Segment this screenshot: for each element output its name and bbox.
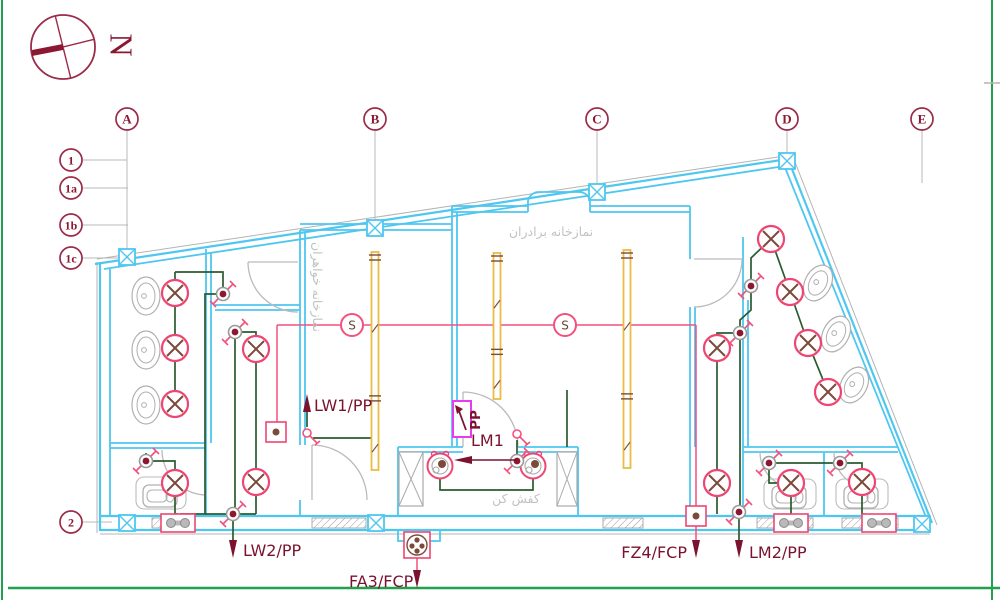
grid-bubbles: A B C D E 1 1a 1b 1c 2 xyxy=(59,107,934,534)
sink-fixture xyxy=(131,330,161,370)
grid-row-bubble-1b: 1b xyxy=(59,213,83,237)
label-fz4: FZ4/FCP xyxy=(621,543,687,562)
label-fa3: FA3/FCP xyxy=(349,572,414,591)
fluorescent-batten xyxy=(621,249,633,469)
unit-heaters xyxy=(426,450,547,480)
unit-heater-symbol xyxy=(426,450,454,480)
svg-text:1c: 1c xyxy=(65,252,77,266)
svg-text:S: S xyxy=(561,319,569,333)
svg-text:C: C xyxy=(592,112,601,127)
grid-row-bubble-1c: 1c xyxy=(59,246,83,270)
north-compass: N xyxy=(30,14,140,80)
label-lm1: LM1 xyxy=(471,431,504,450)
junction-box-symbol xyxy=(913,515,931,533)
pp-door-box xyxy=(452,400,472,438)
svg-text:B: B xyxy=(371,112,380,127)
ceiling-light-symbol xyxy=(775,277,805,307)
shear-column xyxy=(398,451,578,507)
junction-box-symbol xyxy=(118,514,136,532)
fluorescent-batten xyxy=(369,251,381,471)
label-lw2: LW2/PP xyxy=(243,541,301,560)
ceiling-light-symbol xyxy=(160,468,190,498)
grid-column-bubble-B: B xyxy=(363,107,387,131)
svg-text:A: A xyxy=(122,112,132,127)
label-lw1: LW1/PP xyxy=(314,396,372,415)
walls xyxy=(94,154,938,542)
svg-text:D: D xyxy=(782,112,791,127)
ceiling-light-symbol xyxy=(241,467,271,497)
ceiling-light-symbol xyxy=(847,467,877,497)
ceiling-light-symbol xyxy=(241,334,271,364)
grid-row-bubble-1: 1 xyxy=(59,148,83,172)
grid-column-bubble-E: E xyxy=(910,107,934,131)
room-women-prayer: نمازخانه خواهران xyxy=(309,242,325,332)
svg-text:2: 2 xyxy=(68,516,74,530)
ceiling-light-symbol xyxy=(702,468,732,498)
ceiling-light-symbol xyxy=(160,333,190,363)
sinks-left xyxy=(131,276,161,425)
junction-box-symbol xyxy=(366,219,384,237)
svg-text:E: E xyxy=(918,112,927,127)
svg-text:1: 1 xyxy=(68,154,74,168)
junction-box-symbol xyxy=(588,183,606,201)
ceiling-light-symbol xyxy=(793,328,823,358)
junction-box-symbol xyxy=(778,152,796,170)
grid-row-bubble-1a: 1a xyxy=(59,176,83,200)
ceiling-light-symbol xyxy=(776,468,806,498)
fluorescent-batten xyxy=(491,252,503,400)
label-lm2: LM2/PP xyxy=(749,543,807,562)
north-letter: N xyxy=(104,33,140,56)
room-shoe: كفش كن xyxy=(492,491,540,507)
mihrab-niche xyxy=(527,191,591,212)
ceiling-light-symbol xyxy=(702,333,732,363)
speaker-symbol: S xyxy=(553,313,577,337)
grid-column-bubble-A: A xyxy=(115,107,139,131)
speaker-symbol: S xyxy=(340,313,364,337)
grid-column-bubble-D: D xyxy=(775,107,799,131)
junction-box-symbol xyxy=(118,248,136,266)
ceiling-exhaust-fan xyxy=(403,531,431,559)
wall-fan-symbol xyxy=(160,513,196,533)
grid-column-bubble-C: C xyxy=(585,107,609,131)
ceiling-light-symbol xyxy=(813,377,843,407)
svg-text:1b: 1b xyxy=(65,219,78,233)
svg-text:1a: 1a xyxy=(65,182,77,196)
wires-speaker xyxy=(276,324,697,570)
sink-fixture xyxy=(797,259,839,307)
sink-fixture xyxy=(131,385,161,425)
fluorescent-fixtures xyxy=(369,249,633,471)
socket-symbol xyxy=(685,505,707,527)
ceiling-light-symbol xyxy=(756,224,786,254)
svg-text:S: S xyxy=(348,319,356,333)
ceiling-light-symbol xyxy=(160,389,190,419)
switch-symbol xyxy=(512,429,531,447)
socket-symbol xyxy=(265,421,287,443)
circuit-labels: LW1/PP LW2/PP FA3/FCP FZ4/FCP LM2/PP LM1… xyxy=(243,396,807,591)
wall-fan-symbol xyxy=(861,513,897,533)
riser-arrows xyxy=(229,394,743,588)
sink-fixture xyxy=(131,276,161,316)
ceiling-fan-symbol xyxy=(403,531,431,559)
label-pp: PP xyxy=(468,410,484,430)
junction-box-symbol xyxy=(367,514,385,532)
unit-heater-symbol xyxy=(519,450,547,480)
ceiling-light-symbol xyxy=(160,278,190,308)
wall-fan-symbol xyxy=(773,513,809,533)
wires-lighting xyxy=(145,237,880,540)
room-men-prayer: نمازخانه برادران xyxy=(509,224,593,240)
grid-row-bubble-2: 2 xyxy=(59,510,83,534)
room-labels: نمازخانه برادران نمازخانه خواهران كفش كن xyxy=(309,224,593,507)
